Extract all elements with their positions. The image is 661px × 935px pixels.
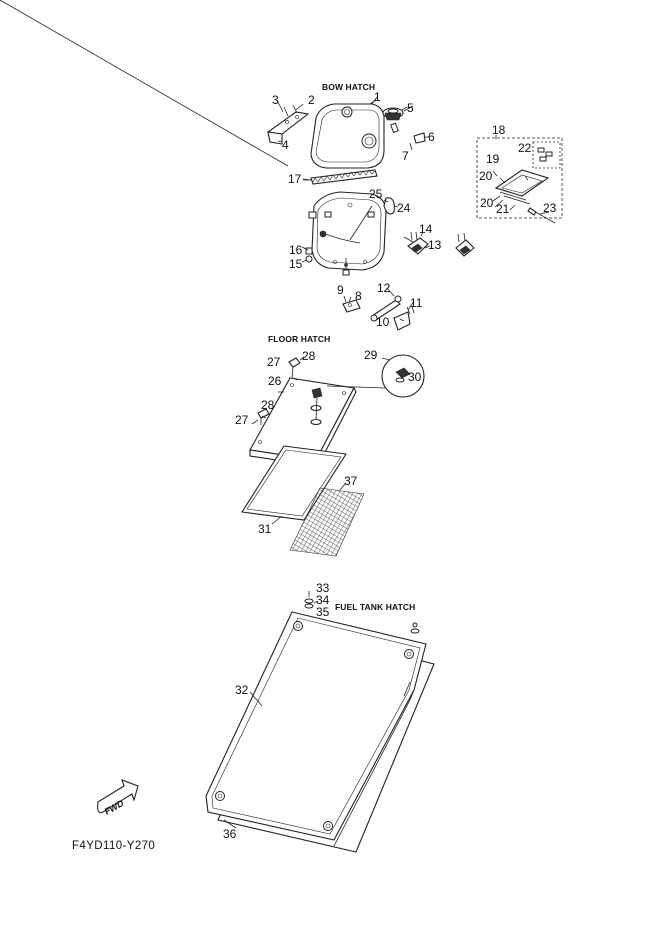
part-1-hatch-cover-frame [310,99,385,169]
callout-19: 19 [486,152,500,166]
callout-32: 32 [235,683,249,697]
callout-34: 34 [316,593,330,607]
callout-30: 30 [408,370,422,384]
part-8-to-12-hinge-and-stay [342,295,415,331]
section-title-floor-hatch: FLOOR HATCH [268,334,330,344]
callout-10: 10 [376,315,390,329]
callout-25: 25 [369,187,383,201]
callout-31: 31 [258,522,272,536]
part-27-28-floor-latches [257,356,305,425]
diagram-code: F4YD110-Y270 [72,840,155,852]
callout-33: 33 [316,581,330,595]
callout-20-lower: 20 [480,196,494,210]
part-32-fuel-tank-hatch-lid [205,611,427,847]
callout-3: 3 [272,93,279,107]
part-18-frame-assembly [476,137,563,219]
part-13-14-latch [407,231,475,257]
bow-hatch-inner-panel [305,191,387,276]
section-title-fuel-tank-hatch: FUEL TANK HATCH [335,602,415,612]
part-37-mesh-panel [289,483,365,557]
callout-numbers: 1 2 3 4 5 6 7 8 9 10 11 12 13 14 15 16 1… [223,90,557,841]
part-6-7-clip [409,132,429,151]
fwd-direction-arrow: FWD [97,779,139,817]
callout-17: 17 [288,172,302,186]
callout-13: 13 [428,238,442,252]
callout-26: 26 [268,374,282,388]
callout-28-upper: 28 [302,349,316,363]
section-title-bow-hatch: BOW HATCH [322,82,375,92]
callout-27-upper: 27 [267,355,281,369]
callout-18: 18 [492,123,506,137]
callout-37: 37 [344,474,358,488]
floor-hatch-knob [310,387,323,426]
callout-15: 15 [289,257,303,271]
bow-hatch-group: BOW HATCH [266,82,563,331]
callout-6: 6 [428,130,435,144]
callout-12: 12 [377,281,391,295]
callout-27-lower: 27 [235,413,249,427]
callout-22: 22 [518,141,532,155]
callout-35: 35 [316,605,330,619]
callout-1: 1 [374,90,381,104]
part-31-floor-gasket [241,445,347,521]
part-24-25-lanyard [383,197,399,215]
fuel-tank-hatch-group: FUEL TANK HATCH [205,591,435,853]
callout-5: 5 [407,101,414,115]
callout-4: 4 [282,138,289,152]
leader-lines [0,0,550,829]
part-17-gasket-strip [302,169,378,185]
callout-11: 11 [410,296,423,310]
callout-28-lower: 28 [261,398,275,412]
floor-hatch-group: FLOOR HATCH [241,334,425,557]
callout-9: 9 [337,283,344,297]
part-29-30-detail-circle [326,354,425,398]
callout-7: 7 [402,149,409,163]
callout-8: 8 [355,289,362,303]
callout-20-upper: 20 [479,169,493,183]
callout-36: 36 [223,827,237,841]
callout-2: 2 [308,93,315,107]
callout-14: 14 [419,222,433,236]
part-5-cap [382,106,408,134]
callout-24: 24 [397,201,411,215]
part-23-pin [527,207,556,224]
part-2-3-4-bracket [266,101,310,145]
callout-21: 21 [496,202,510,216]
callout-16: 16 [289,243,303,257]
callout-23: 23 [543,201,557,215]
callout-29: 29 [364,348,378,362]
